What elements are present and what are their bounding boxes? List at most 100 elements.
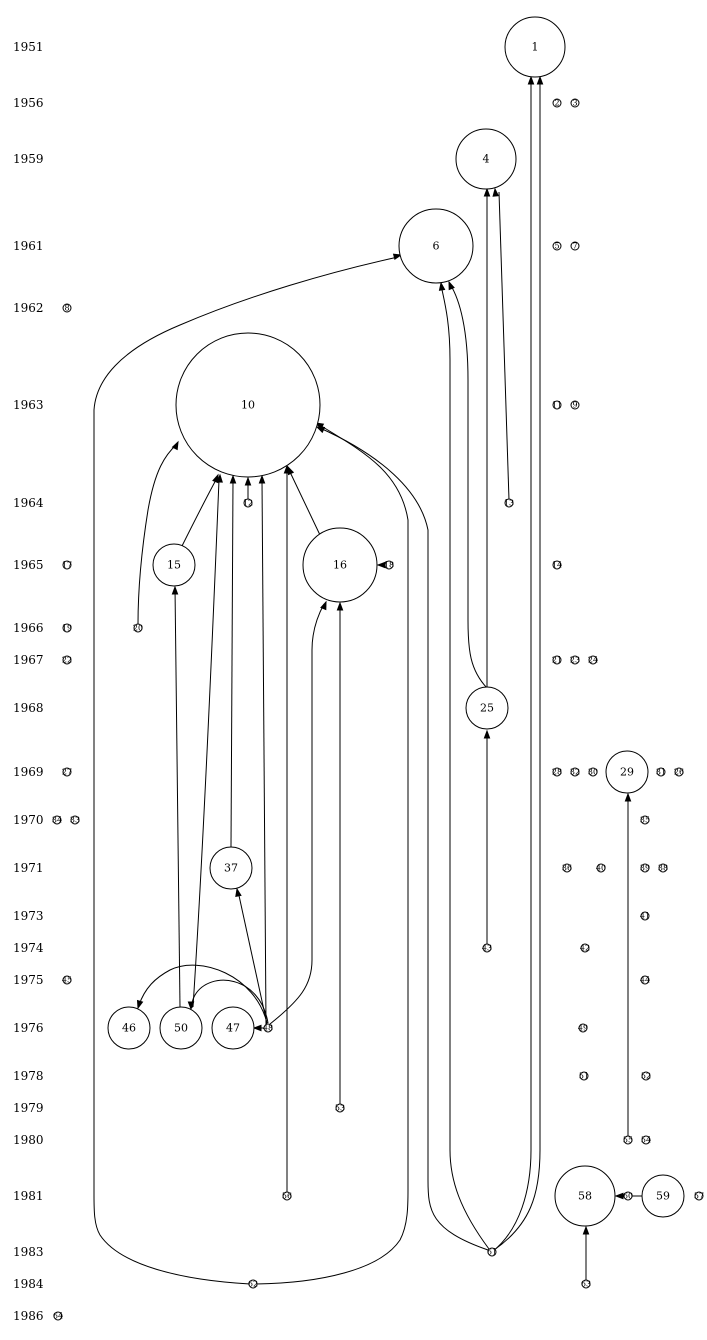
node-circle (552, 241, 562, 251)
node-label: 60 (623, 1192, 633, 1201)
edge-55-29 (624, 792, 632, 1136)
node-4: 4 (455, 128, 517, 190)
edge-line (289, 471, 321, 536)
year-axis: 1951195619591961196219631964196519661967… (13, 40, 44, 1323)
edge-48-16 (269, 600, 327, 1025)
node-label: 19 (62, 624, 72, 633)
edge-15-10 (181, 473, 219, 547)
node-22: 22 (62, 655, 72, 665)
node-circle (62, 975, 72, 985)
node-label: 24 (588, 656, 598, 665)
year-label: 1970 (13, 813, 44, 827)
node-label: 16 (333, 559, 347, 572)
year-label: 1976 (13, 1021, 44, 1035)
year-label: 1984 (13, 1277, 44, 1291)
edge-line (237, 890, 268, 1025)
arrowhead (136, 999, 144, 1010)
edge-line (449, 283, 488, 689)
edge-56-10 (283, 464, 291, 1192)
node-circle (570, 98, 580, 108)
node-label: 59 (656, 1190, 670, 1203)
node-circle (487, 1247, 497, 1257)
node-21: 21 (552, 655, 562, 665)
node-label: 51 (579, 1072, 589, 1081)
node-circle (133, 623, 143, 633)
node-14: 14 (552, 560, 562, 570)
node-label: 18 (384, 561, 394, 570)
node-16: 16 (302, 527, 378, 603)
node-circle (552, 400, 562, 410)
edge-50-15 (171, 585, 181, 1008)
node-label: 53 (335, 1104, 345, 1113)
edge-line (440, 284, 490, 1250)
node-57: 57 (694, 1191, 704, 1201)
node-label: 43 (482, 944, 492, 953)
node-2: 2 (552, 98, 562, 108)
node-label: 10 (241, 399, 255, 412)
node-circle (640, 975, 650, 985)
arrowhead (171, 440, 179, 451)
node-label: 34 (52, 816, 62, 825)
node-45: 45 (62, 975, 72, 985)
node-12: 12 (243, 498, 253, 508)
node-label: 13 (504, 499, 514, 508)
node-label: 11 (552, 401, 562, 410)
year-label: 1983 (13, 1245, 44, 1259)
edge-16-10 (287, 465, 321, 536)
node-6: 6 (398, 208, 474, 284)
node-label: 22 (62, 656, 72, 665)
node-circle (656, 767, 666, 777)
node-34: 34 (52, 815, 62, 825)
node-47: 47 (211, 1006, 255, 1050)
node-label: 25 (480, 702, 494, 715)
arrowhead (187, 1001, 195, 1011)
node-circle (482, 943, 492, 953)
node-circle (211, 1006, 255, 1050)
node-label: 27 (62, 768, 72, 777)
node-39: 39 (640, 863, 650, 873)
arrowhead (483, 729, 491, 739)
node-63: 63 (581, 1279, 591, 1289)
node-label: 8 (64, 304, 69, 313)
node-label: 5 (554, 242, 559, 251)
node-label: 44 (640, 976, 650, 985)
node-13: 13 (504, 498, 514, 508)
node-label: 29 (620, 766, 634, 779)
node-circle (674, 767, 684, 777)
node-circle (175, 332, 321, 478)
node-circle (504, 498, 514, 508)
node-30: 30 (588, 767, 598, 777)
arrowhead (336, 601, 344, 611)
node-circle (552, 560, 562, 570)
node-circle (570, 400, 580, 410)
node-label: 6 (433, 240, 440, 253)
node-label: 35 (640, 816, 650, 825)
node-label: 26 (674, 768, 684, 777)
node-label: 23 (570, 656, 580, 665)
node-circle (282, 1191, 292, 1201)
node-circle (62, 655, 72, 665)
node-label: 38 (658, 864, 668, 873)
node-17: 17 (62, 560, 72, 570)
node-50: 50 (159, 1006, 203, 1050)
node-55: 55 (623, 1135, 633, 1145)
node-circle (623, 1191, 633, 1201)
node-circle (465, 686, 509, 730)
node-circle (552, 655, 562, 665)
node-51: 51 (579, 1071, 589, 1081)
node-label: 30 (588, 768, 598, 777)
node-label: 32 (570, 768, 580, 777)
arrowhead (536, 75, 544, 85)
edge-line (261, 479, 267, 1025)
node-circle (641, 1135, 651, 1145)
edge-line (493, 80, 541, 1251)
node-circle (640, 815, 650, 825)
node-label: 54 (641, 1136, 651, 1145)
node-44: 44 (640, 975, 650, 985)
node-49: 49 (578, 1023, 588, 1033)
node-43: 43 (482, 943, 492, 953)
node-label: 57 (694, 1192, 704, 1201)
edge-25-4 (483, 187, 491, 687)
node-56: 56 (282, 1191, 292, 1201)
